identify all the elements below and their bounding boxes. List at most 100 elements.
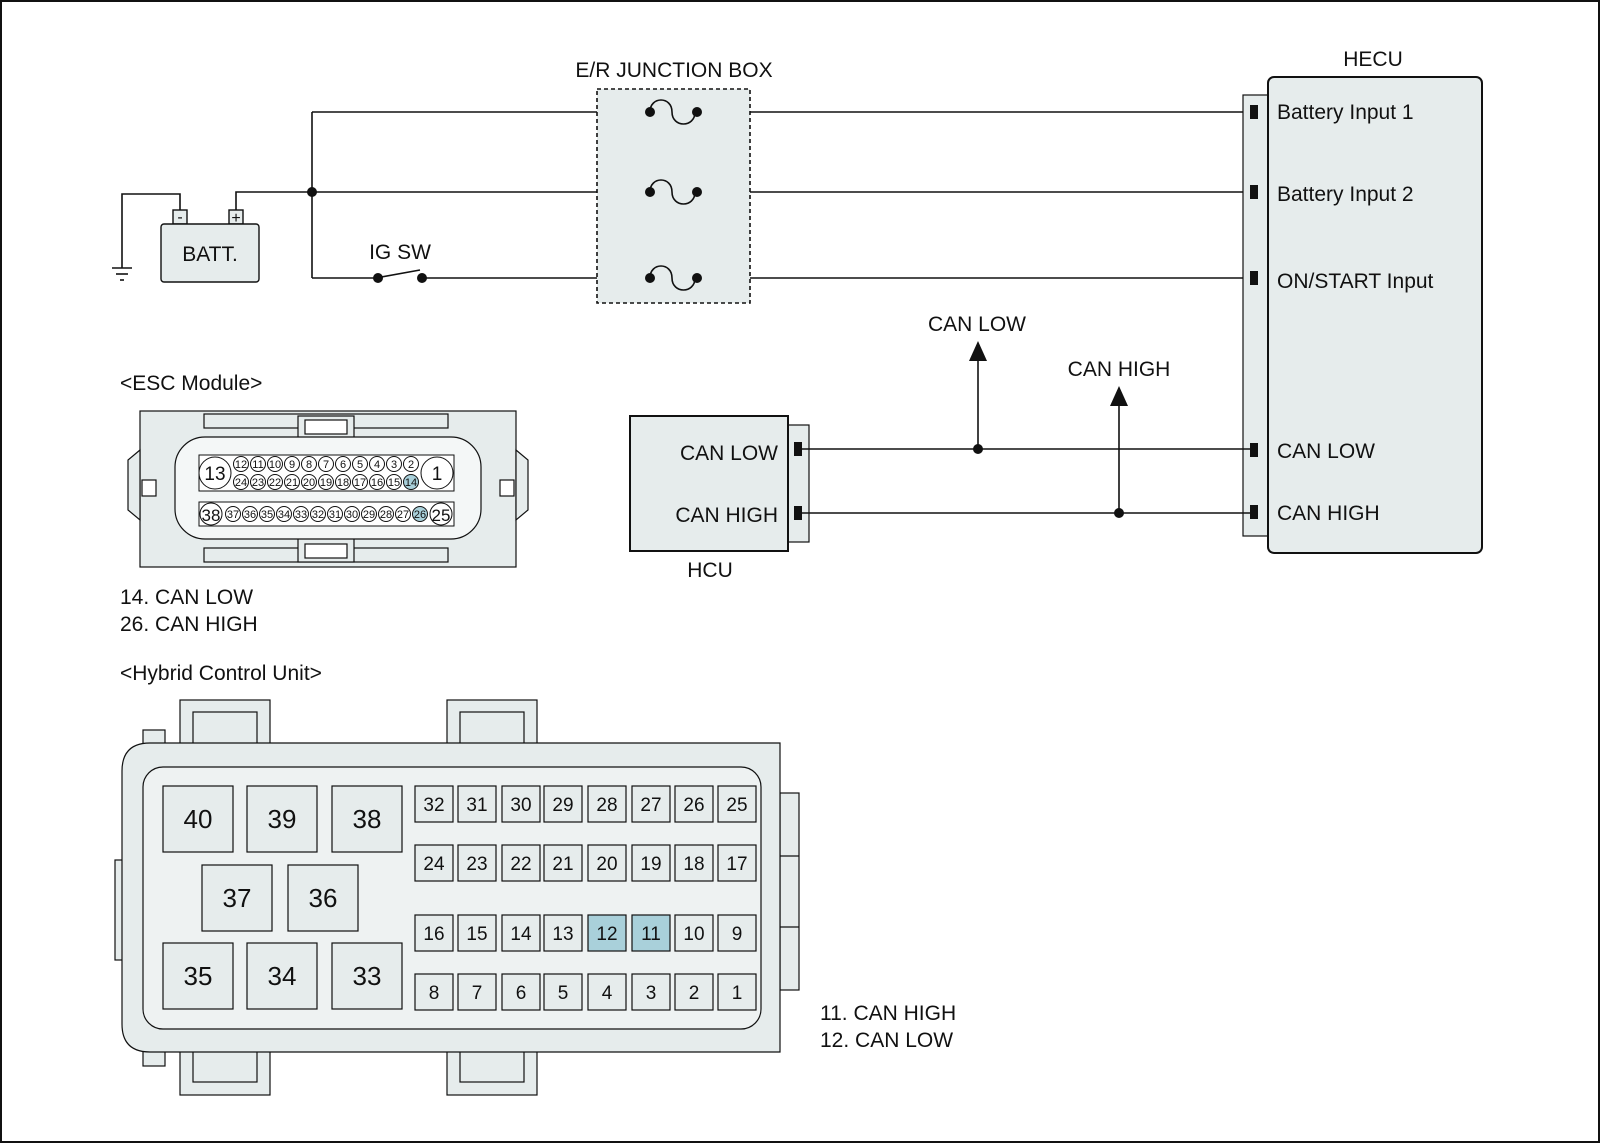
esc-pin-label: 1 [432, 464, 443, 485]
fuse-2 [649, 179, 696, 205]
esc-pin-20 [301, 474, 317, 490]
hcu-pin-label: 25 [726, 795, 747, 816]
hcu-pin-label: 12 [596, 924, 617, 945]
hcu-pin-28 [587, 785, 627, 823]
hcu-pin-label: 6 [516, 983, 527, 1004]
hcu-pin-label: 22 [510, 854, 531, 875]
hcu-pin-label: 3 [646, 983, 657, 1004]
ig-switch-label: IG SW [369, 241, 431, 264]
hcu: CAN LOW CAN HIGH HCU [629, 415, 810, 582]
hcu-top-tab-left-inner [192, 711, 258, 745]
hcu-pin-13 [543, 914, 583, 952]
esc-pin-9 [284, 456, 300, 472]
hcu-pin-1 [717, 973, 757, 1011]
hcu-pin-label: 23 [466, 854, 487, 875]
hcu-pin-label: 10 [683, 924, 704, 945]
esc-pin-label: 12 [235, 459, 247, 471]
hcu-pin-label: 32 [423, 795, 444, 816]
hcu-pin-label: 9 [732, 924, 743, 945]
esc-pin-8 [301, 456, 317, 472]
esc-pin-13 [198, 456, 232, 490]
fuse-1-terminal-b [692, 107, 702, 117]
ig-switch-contact-1 [373, 273, 383, 283]
esc-pin-32 [310, 506, 326, 522]
hcu-pin-label: 4 [602, 983, 613, 1004]
esc-pin-19 [318, 474, 334, 490]
esc-row2-frame [198, 501, 455, 527]
esc-right-latch-slot [499, 479, 515, 497]
ig-switch-blade [375, 269, 421, 279]
hcu-pin-5 [543, 973, 583, 1011]
esc-pin-16 [369, 474, 385, 490]
can-high-arrow-icon [1110, 386, 1128, 406]
hcu-pin-label: 37 [223, 883, 252, 913]
esc-pin-4 [369, 456, 385, 472]
hcu-pin-label: 24 [423, 854, 445, 875]
esc-left-latch [127, 448, 141, 522]
esc-pin-22 [267, 474, 283, 490]
hcu-pin-label: 20 [596, 854, 617, 875]
hcu-pin-4 [587, 973, 627, 1011]
esc-pin-label: 37 [227, 509, 239, 521]
esc-pin-label: 14 [405, 477, 417, 489]
hcu-pin-38 [331, 785, 403, 853]
hcu-bottom-tab-right-inner [459, 1049, 525, 1083]
battery-neg-label: - [177, 209, 182, 226]
esc-pin-label: 11 [252, 459, 263, 471]
hcu-pin-label: 40 [184, 804, 213, 834]
esc-pin-label: 4 [374, 459, 380, 471]
hcu-pin-17 [717, 844, 757, 882]
power-nodes [307, 187, 427, 283]
hecu-pin-label: Battery Input 1 [1277, 101, 1414, 124]
hecu-pin-battery-input-2 [1250, 185, 1258, 199]
hcu-pin-39 [246, 785, 318, 853]
fuse-1 [649, 99, 696, 125]
hecu-pin-on-start [1250, 271, 1258, 285]
hcu-pin-label: 34 [268, 961, 297, 991]
hecu-pin-can-low [1250, 443, 1258, 457]
esc-pin-label: 33 [295, 509, 307, 521]
hecu: HECU Battery Input 1 Battery Input 2 ON/… [1242, 48, 1483, 554]
esc-pin-label: 5 [357, 459, 363, 471]
hcu-pin-label: 21 [552, 854, 573, 875]
esc-pin-label: 19 [320, 477, 332, 489]
hcu-pin-9 [717, 914, 757, 952]
esc-pin-17 [352, 474, 368, 490]
esc-pin-label: 10 [269, 459, 281, 471]
esc-pin-label: 9 [289, 459, 295, 471]
hcu-pin-label: 35 [184, 961, 213, 991]
hcu-pin-label: 31 [466, 795, 487, 816]
esc-pin-21 [284, 474, 300, 490]
esc-pin-label: 18 [337, 477, 349, 489]
hecu-pin-label: CAN LOW [1277, 440, 1375, 463]
esc-pin-29 [361, 506, 377, 522]
hcu-pin-label: 17 [726, 854, 747, 875]
hcu-bottom-tab-left-inner [192, 1049, 258, 1083]
esc-pin-label: 29 [363, 509, 375, 521]
hcu-pin-25 [717, 785, 757, 823]
esc-pin-7 [318, 456, 334, 472]
hcu-pin-label: 1 [732, 983, 743, 1004]
esc-pin-37 [225, 506, 241, 522]
hcu-pin-label: 33 [353, 961, 382, 991]
esc-pin-label: 2 [408, 459, 414, 471]
esc-pin-33 [293, 506, 309, 522]
esc-pin-label: 30 [346, 509, 358, 521]
fuse-3-terminal-a [645, 273, 655, 283]
esc-bottom-key-inner [304, 543, 348, 559]
hcu-pin-36 [287, 864, 359, 932]
hcu-pin-8 [414, 973, 454, 1011]
esc-pin-label: 20 [303, 477, 315, 489]
hecu-pin-label: ON/START Input [1277, 270, 1434, 293]
esc-module-title: <ESC Module> [120, 372, 262, 395]
hcu-pin-22 [501, 844, 541, 882]
hcu-pin-7 [457, 973, 497, 1011]
esc-pin-28 [378, 506, 394, 522]
hcu-pin-14 [501, 914, 541, 952]
esc-pin-10 [267, 456, 283, 472]
fuse-2-terminal-a [645, 187, 655, 197]
hcu-pin-label: 15 [466, 924, 487, 945]
hcu-legend-line: 11. CAN HIGH [820, 1002, 956, 1025]
